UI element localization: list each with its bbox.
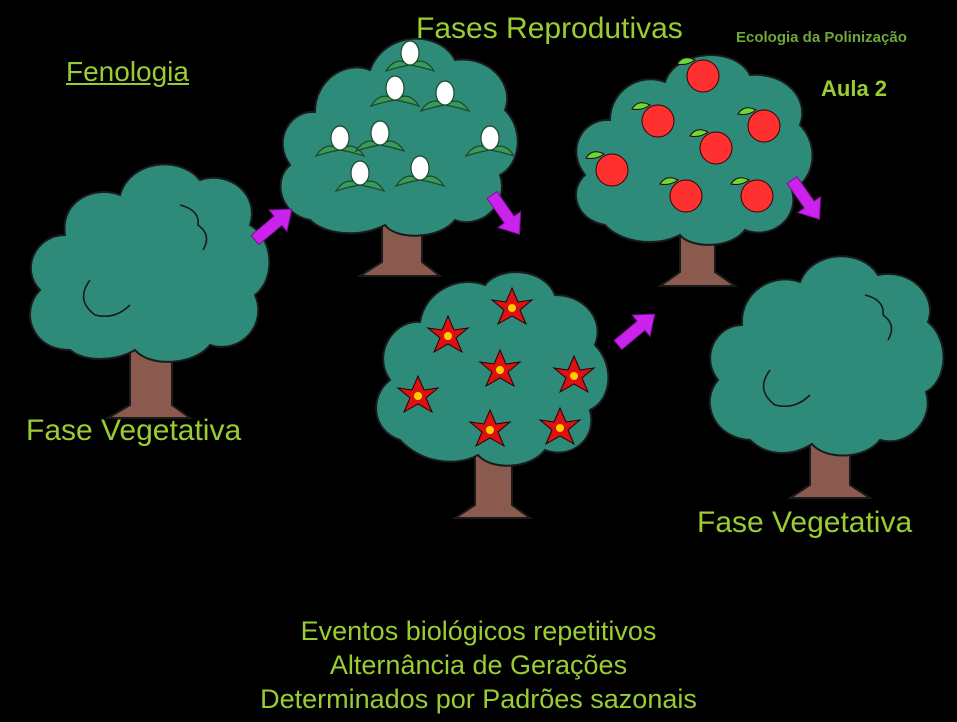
title-fenologia: Fenologia: [66, 56, 189, 87]
tree-white-tulips-icon: [279, 37, 519, 277]
title-fases-reprodutivas: Fases Reprodutivas: [416, 12, 683, 45]
arrow-1-icon: [250, 208, 293, 246]
tree-red-flowers-icon: [375, 271, 610, 519]
label-vegetative-right: Fase Vegetativa: [697, 506, 913, 539]
arrow-3-icon: [613, 313, 656, 351]
footer-line-1: Eventos biológicos repetitivos: [300, 616, 657, 646]
tree-red-fruits-icon: [575, 54, 814, 287]
tree-vegetative-right-icon: [708, 255, 945, 499]
footer-text: Eventos biológicos repetitivos Alternânc…: [0, 614, 957, 716]
tree-vegetative-left-icon: [29, 163, 271, 419]
lesson-label: Aula 2: [821, 76, 888, 101]
arrow-2-icon: [486, 190, 522, 235]
course-title: Ecologia da Polinização: [736, 29, 907, 46]
footer-line-2: Alternância de Gerações: [329, 650, 628, 680]
label-vegetative-left: Fase Vegetativa: [26, 414, 242, 447]
footer-line-3: Determinados por Padrões sazonais: [260, 684, 697, 714]
arrow-4-icon: [786, 175, 822, 220]
